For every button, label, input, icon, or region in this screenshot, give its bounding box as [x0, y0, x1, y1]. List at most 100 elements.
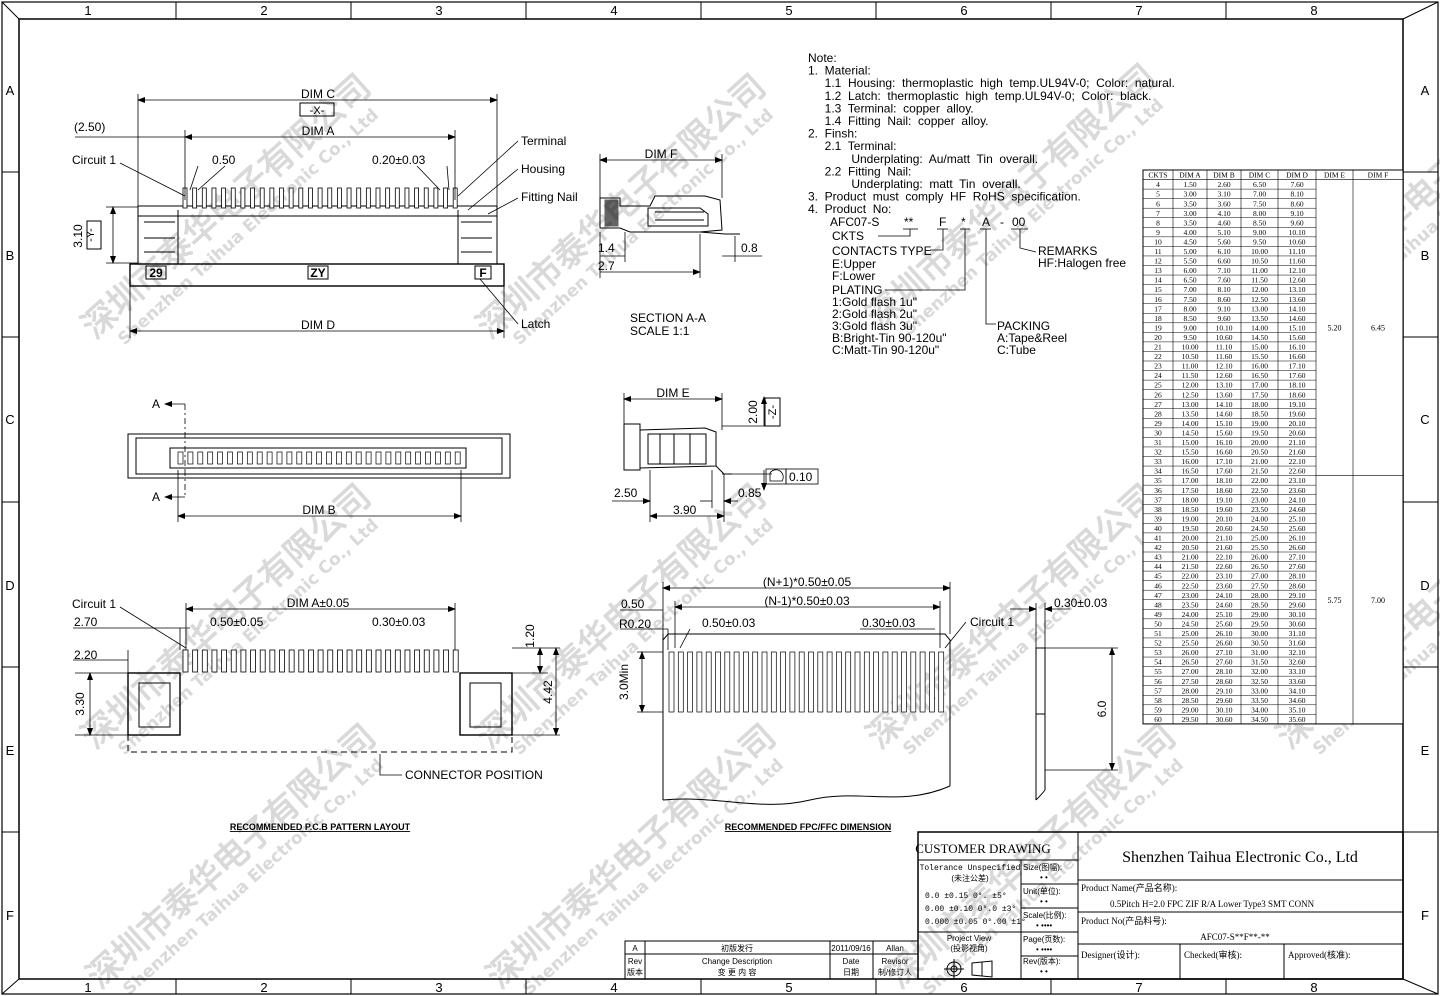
notes-block: Note:1. Material: 1.1 Housing: thermopla…	[808, 51, 1175, 216]
table-cell: 8.60	[1217, 295, 1230, 304]
table-cell: 27.10	[1289, 553, 1306, 562]
grid-row-left: F	[6, 908, 14, 923]
table-cell: 17.60	[1289, 371, 1306, 380]
table-cell: 24.00	[1251, 514, 1268, 523]
date-head: Date	[843, 957, 860, 966]
table-cell: 24.10	[1216, 591, 1233, 600]
pcb-pad	[298, 649, 305, 673]
table-cell: 23.60	[1216, 581, 1233, 590]
table-cell: 27	[1154, 400, 1162, 409]
table-cell: 27.00	[1182, 667, 1199, 676]
table-cell: 11.00	[1182, 362, 1199, 371]
table-cell: 39	[1154, 514, 1162, 523]
table-cell: 6.10	[1217, 247, 1230, 256]
desc-head: Change Description	[702, 957, 772, 966]
table-cell: 28.00	[1182, 686, 1199, 695]
bottom-pin	[296, 451, 303, 465]
table-cell: 22.10	[1289, 457, 1306, 466]
table-cell: 16	[1154, 295, 1162, 304]
fpc-length: 6.0	[1095, 700, 1109, 717]
table-cell: 11.50	[1251, 276, 1268, 285]
top-pin	[336, 187, 342, 209]
pcb-pad	[230, 649, 237, 673]
table-cell: 9.50	[1183, 333, 1196, 342]
fpc-side-labels: 0.30±0.03 6.0	[1054, 596, 1109, 717]
pcb-dim-330: 3.30	[73, 692, 87, 716]
table-cell: 28.50	[1182, 696, 1199, 705]
table-cell: 17.60	[1216, 467, 1233, 476]
note-line: Underplating: Au/matt Tin overall.	[818, 152, 1038, 166]
table-header: DIM D	[1286, 171, 1308, 180]
grid-row-right: F	[1421, 908, 1429, 923]
grid-col-top: 8	[1310, 3, 1317, 18]
table-cell: 26.50	[1182, 658, 1199, 667]
bottom-dimensions	[164, 401, 462, 522]
table-cell: 13.50	[1251, 314, 1268, 323]
bottom-pin	[444, 451, 451, 465]
table-cell: 13.00	[1182, 400, 1199, 409]
table-cell: 18.50	[1251, 409, 1268, 418]
table-cell: 53	[1154, 648, 1162, 657]
table-cell: 15.60	[1289, 333, 1306, 342]
table-cell: 28.10	[1216, 667, 1233, 676]
table-cell: 13.60	[1216, 390, 1233, 399]
table-cell: 8.00	[1183, 304, 1196, 313]
height-label: 3.10	[71, 224, 85, 248]
table-cell: 30	[1154, 428, 1162, 437]
dim-e-label: DIM E	[656, 386, 689, 400]
top-pin	[433, 187, 439, 209]
table-cell: 19.50	[1182, 524, 1199, 533]
table-cell: 11.60	[1216, 352, 1233, 361]
table-cell: 34.00	[1251, 705, 1268, 714]
table-cell: 50	[1154, 619, 1162, 628]
table-cell: 23.50	[1251, 505, 1268, 514]
watermark-en: Shenzhen Taihua Electronic Co., Ltd	[114, 515, 382, 759]
table-cell: 29.50	[1182, 715, 1199, 724]
grid-row-left: D	[5, 578, 14, 593]
size-label: Size(图幅):	[1023, 862, 1062, 872]
table-cell: 31.50	[1251, 658, 1268, 667]
pn-remarks-1: HF:Halogen free	[1038, 256, 1126, 270]
product-no: AFC07-S**F**-**	[1200, 932, 1270, 942]
size-value: • •	[1040, 873, 1048, 882]
table-cell: 22	[1154, 352, 1162, 361]
project-view-label: Project View	[947, 934, 992, 943]
table-cell: 24.60	[1216, 600, 1233, 609]
fpc-finger	[789, 651, 796, 713]
table-cell: 5.50	[1183, 257, 1196, 266]
section-labels: DIM F 1.4 0.8 2.7 SECTION A-A SCALE 1:1	[598, 147, 758, 338]
note-line: Underplating: matt Tin overall.	[818, 177, 1021, 191]
grid-col-top: 4	[610, 3, 617, 18]
note-line: Note:	[808, 51, 837, 65]
grid-row-left: A	[6, 83, 15, 98]
table-cell: 31.10	[1289, 629, 1306, 638]
pcb-pad	[356, 649, 363, 673]
table-cell: 25.50	[1251, 543, 1268, 552]
fpc-finger	[715, 651, 721, 713]
pcb-dim-120: 1.20	[523, 624, 537, 648]
table-cell: 25.10	[1289, 514, 1306, 523]
date-head-cn: 日期	[843, 968, 859, 977]
top-pin	[394, 187, 400, 209]
pcb-pad	[288, 649, 295, 673]
grid-col-bottom: 6	[960, 980, 967, 995]
table-cell: 8.10	[1290, 190, 1303, 199]
grid-col-top: 7	[1135, 3, 1142, 18]
pcb-dim-a: DIM A±0.05	[287, 596, 350, 610]
table-cell: 16.50	[1182, 467, 1199, 476]
table-cell: 7.60	[1217, 276, 1230, 285]
table-cell: 21	[1154, 343, 1162, 352]
table-cell: 42	[1154, 543, 1162, 552]
page-value: • ••••	[1036, 945, 1052, 954]
table-cell: 19	[1154, 323, 1162, 332]
tolerance-title: Tolerance Unspecified	[920, 864, 1021, 873]
product-name: 0.5Pitch H=2.0 FPC ZIF R/A Lower Type3 S…	[1110, 899, 1315, 909]
table-cell: 27.60	[1216, 658, 1233, 667]
table-cell: 21.50	[1251, 467, 1268, 476]
pn-plating-2: 2:Gold flash 2u"	[832, 307, 917, 321]
table-cell: 20	[1154, 333, 1162, 342]
table-cell: 5.00	[1183, 247, 1196, 256]
sec-dim-2: 0.8	[741, 241, 758, 255]
note-line: 1.3 Terminal: copper alloy.	[818, 101, 974, 115]
pcb-pad	[452, 649, 459, 673]
